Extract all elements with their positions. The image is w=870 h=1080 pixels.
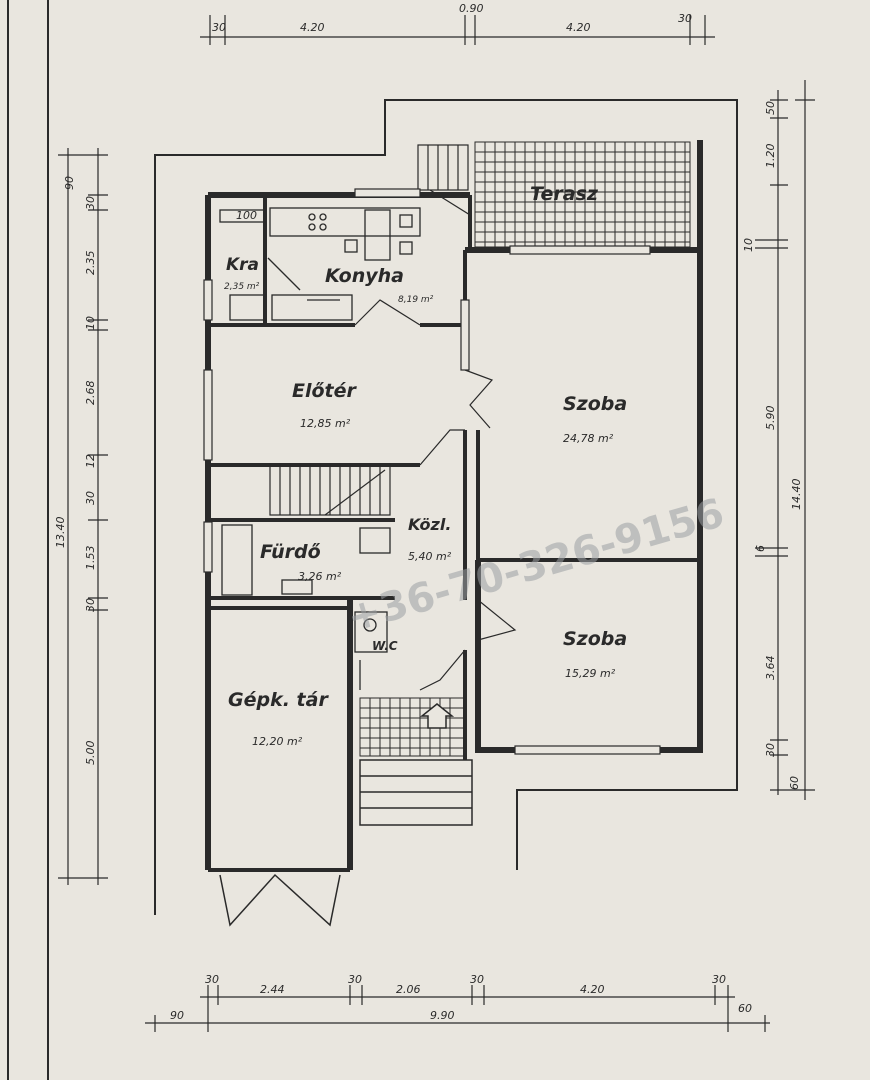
room-name-eloter: Előtér	[292, 380, 358, 402]
dim-right-6: 30	[764, 743, 777, 757]
garage-door	[219, 873, 341, 927]
dim-left-3: 10	[84, 316, 97, 330]
dimension-bottom	[145, 985, 770, 1032]
dim-right-total: 14.40	[790, 479, 803, 511]
terrace-steps	[417, 144, 469, 191]
dim-right-4: 6	[754, 545, 767, 552]
dim-top-3: 4.20	[566, 21, 591, 34]
room-labels: Terasz Kra 2,35 m² Konyha 8,19 m² Előtér…	[224, 183, 627, 748]
dim-right-7: 60	[788, 776, 801, 790]
dim-left-8: 30	[84, 598, 97, 612]
room-area-kozl: 5,40 m²	[408, 550, 452, 563]
room-area-szoba2: 15,29 m²	[565, 667, 616, 680]
room-area-kamra: 2,35 m²	[224, 282, 260, 292]
phone-watermark: +36-70-326-9156	[342, 490, 729, 642]
page-border	[7, 0, 49, 1080]
room-name-szoba2: Szoba	[563, 628, 627, 650]
windows	[203, 188, 661, 755]
room-name-garage: Gépk. tár	[228, 689, 329, 711]
dim-bottom-2: 30	[348, 973, 362, 986]
dim-left-2: 2.35	[84, 251, 97, 276]
dim-top-2: 0.90	[459, 2, 484, 15]
dim-right-3: 5.90	[764, 406, 777, 431]
dim-left-0: 90	[63, 176, 76, 190]
dim-right-1: 1.20	[764, 144, 777, 169]
dim-top-4: 30	[678, 12, 692, 25]
room-name-szoba1: Szoba	[563, 393, 627, 415]
dim-right-5: 3.64	[764, 656, 777, 681]
dim-top-1: 4.20	[300, 21, 325, 34]
dim-left-4: 2.68	[84, 381, 97, 406]
dim-left-6: 30	[84, 491, 97, 505]
dim-bottom-4: 30	[470, 973, 484, 986]
room-area-konyha: 8,19 m²	[398, 295, 434, 305]
entry-arrow-icon	[419, 703, 455, 729]
dimension-right	[755, 80, 815, 800]
entrance-landing	[359, 697, 466, 757]
dim-bottom-total-1: 9.90	[430, 1009, 455, 1022]
dim-right-2: 10	[742, 238, 755, 252]
room-name-kamra: Kra	[226, 255, 259, 275]
doors	[354, 189, 517, 691]
dim-bottom-5: 4.20	[580, 983, 605, 996]
staircase	[269, 464, 391, 516]
room-name-terasz: Terasz	[530, 183, 599, 205]
entrance-steps	[359, 759, 473, 826]
dim-bottom-1: 2.44	[260, 983, 285, 996]
dimension-left	[58, 148, 108, 885]
dim-bottom-total-2: 60	[738, 1002, 752, 1015]
dim-left-1: 30	[84, 196, 97, 210]
room-name-furdo: Fürdő	[260, 541, 321, 563]
dimension-top	[200, 15, 715, 45]
room-name-konyha: Konyha	[325, 265, 404, 287]
room-area-eloter: 12,85 m²	[300, 417, 351, 430]
room-area-garage: 12,20 m²	[252, 735, 303, 748]
dim-left-7: 1.53	[84, 546, 97, 571]
dim-top-0: 30	[212, 21, 226, 34]
dim-bottom-0: 30	[205, 973, 219, 986]
dim-bottom-3: 2.06	[396, 983, 421, 996]
dim-bottom-6: 30	[712, 973, 726, 986]
site-outline	[154, 99, 738, 915]
dim-left-9: 5.00	[84, 741, 97, 766]
dim-left-5: 12	[84, 454, 97, 468]
terrace-pattern	[474, 141, 691, 248]
room-name-wc: W.C	[372, 639, 398, 653]
counter-label: 100	[236, 209, 257, 222]
dim-right-0: 50	[764, 101, 777, 115]
dim-left-total: 13.40	[54, 517, 67, 549]
bathroom-fixtures	[221, 524, 391, 690]
kitchen-fixtures	[219, 207, 421, 321]
room-area-furdo: 3,26 m²	[298, 570, 342, 583]
room-area-szoba1: 24,78 m²	[563, 432, 614, 445]
dim-bottom-total-0: 90	[170, 1009, 184, 1022]
room-name-kozl: Közl.	[408, 515, 451, 534]
